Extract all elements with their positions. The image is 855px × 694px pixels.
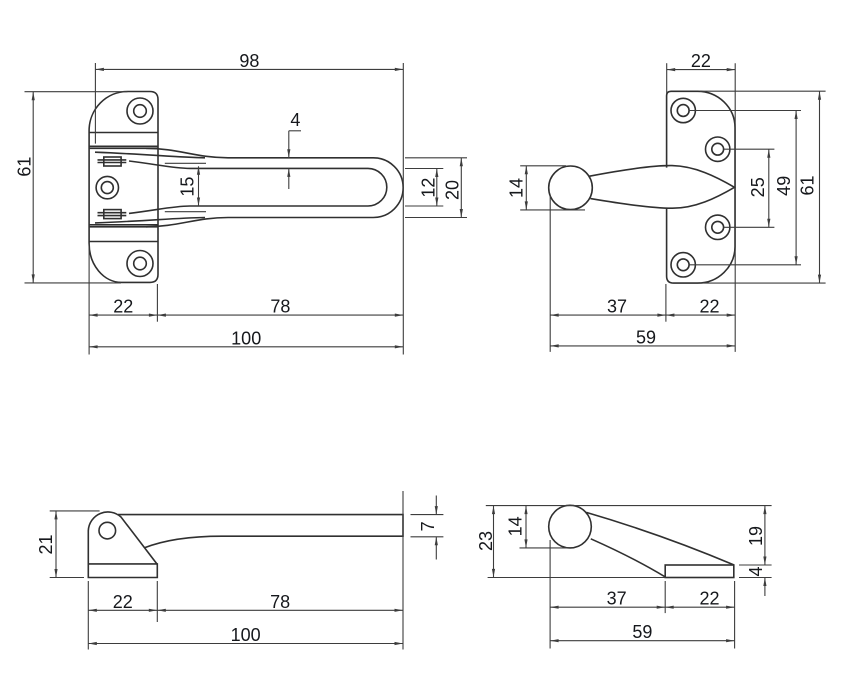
svg-text:14: 14 (505, 516, 525, 536)
svg-text:22: 22 (699, 589, 719, 609)
svg-text:4: 4 (746, 566, 766, 576)
svg-text:15: 15 (178, 177, 198, 197)
svg-text:98: 98 (239, 51, 259, 71)
svg-text:61: 61 (797, 175, 817, 195)
svg-text:59: 59 (636, 327, 656, 347)
svg-text:12: 12 (418, 178, 438, 198)
svg-text:61: 61 (15, 157, 35, 177)
svg-text:78: 78 (270, 592, 290, 612)
svg-text:37: 37 (607, 297, 627, 317)
svg-text:100: 100 (231, 625, 261, 645)
svg-text:25: 25 (748, 177, 768, 197)
svg-text:19: 19 (746, 526, 766, 546)
svg-text:20: 20 (442, 180, 462, 200)
svg-text:4: 4 (290, 110, 300, 130)
svg-text:100: 100 (231, 328, 261, 348)
svg-text:22: 22 (699, 297, 719, 317)
svg-text:59: 59 (632, 622, 652, 642)
svg-text:22: 22 (691, 51, 711, 71)
svg-text:49: 49 (774, 176, 794, 196)
svg-text:23: 23 (476, 531, 496, 551)
svg-text:37: 37 (607, 589, 627, 609)
svg-text:22: 22 (113, 592, 133, 612)
svg-text:22: 22 (113, 297, 133, 317)
svg-text:21: 21 (36, 534, 56, 554)
svg-text:78: 78 (270, 297, 290, 317)
svg-text:14: 14 (506, 178, 526, 198)
svg-text:7: 7 (418, 521, 438, 531)
